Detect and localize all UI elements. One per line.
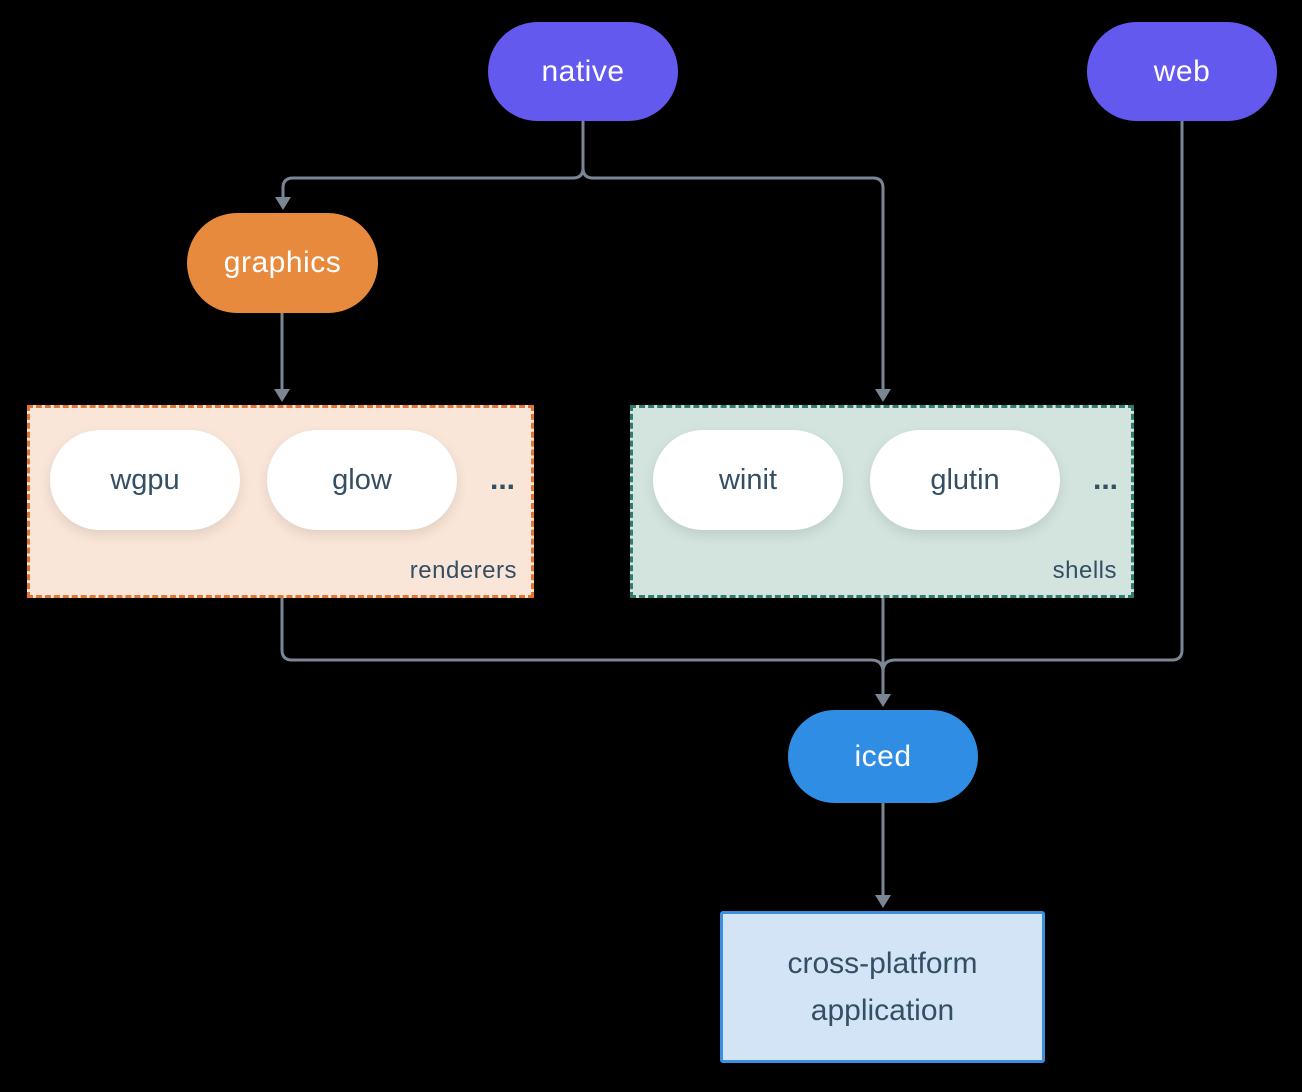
arrowhead-into-iced (875, 694, 891, 707)
node-graphics: graphics (187, 213, 378, 313)
node-iced: iced (788, 710, 978, 803)
arrowhead-into-graphics (275, 197, 291, 210)
renderers-pill-row: wgpu glow ... (50, 430, 515, 530)
edge-renderers-to-merge (280, 596, 885, 674)
group-renderers: wgpu glow ... renderers (27, 405, 534, 598)
edge-native-to-graphics (281, 119, 585, 199)
renderers-group-label: renderers (409, 557, 517, 584)
group-shells: winit glutin ... shells (630, 405, 1134, 598)
node-wgpu: wgpu (50, 430, 240, 530)
arrowhead-into-application (875, 895, 891, 908)
node-winit: winit (653, 430, 843, 530)
shells-pill-row: winit glutin ... (653, 430, 1118, 530)
arrowhead-into-shells (875, 389, 891, 402)
shells-group-label: shells (1052, 557, 1117, 584)
node-native: native (488, 22, 678, 121)
renderers-ellipsis: ... (490, 463, 516, 496)
node-web: web (1087, 22, 1277, 121)
node-glutin: glutin (870, 430, 1060, 530)
arrowhead-into-renderers (274, 389, 290, 402)
node-cross-platform-application: cross-platform application (720, 911, 1045, 1063)
node-glow: glow (267, 430, 457, 530)
shells-ellipsis: ... (1093, 463, 1119, 496)
edge-native-to-shells (581, 119, 885, 391)
